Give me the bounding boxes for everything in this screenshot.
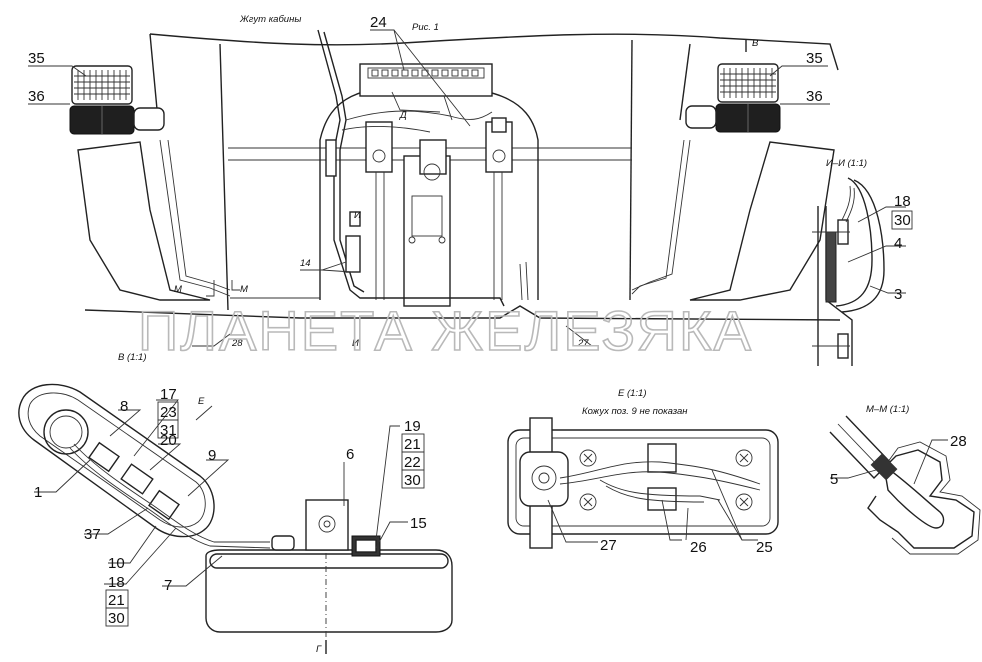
caption-section-mm: М–М (1:1) xyxy=(866,404,909,415)
label-37: 37 xyxy=(84,526,101,543)
leader-lines xyxy=(28,29,948,587)
caption-fig: Рис. 1 xyxy=(412,22,439,33)
mark-m-left: М xyxy=(174,284,182,295)
label-19: 19 xyxy=(404,418,421,435)
label-21-left: 21 xyxy=(108,592,125,609)
captions: Рис. 1 Жгут кабины В В (1:1) И–И (1:1) Е… xyxy=(118,14,909,655)
caption-view-b-arrow: В xyxy=(752,38,759,49)
label-21-mid: 21 xyxy=(404,436,421,453)
view-b-assembly xyxy=(18,383,453,654)
label-6: 6 xyxy=(346,446,354,463)
mark-d: Д xyxy=(399,110,407,121)
mark-g: Г xyxy=(316,644,322,655)
watermark: ПЛАНЕТА ЖЕЛЕЗЯКА xyxy=(138,299,753,362)
label-26: 26 xyxy=(690,539,707,556)
label-20: 20 xyxy=(160,432,177,449)
mark-m-right: М xyxy=(240,284,248,295)
caption-view-e: Е (1:1) xyxy=(618,388,647,399)
label-3: 3 xyxy=(894,286,902,303)
label-18-right: 18 xyxy=(894,193,911,210)
cab-rear-view xyxy=(77,29,841,321)
label-10: 10 xyxy=(108,555,125,572)
view-e-assembly xyxy=(507,417,779,549)
label-18-left: 18 xyxy=(108,574,125,591)
left-work-lamp xyxy=(69,65,165,135)
caption-section-ii: И–И (1:1) xyxy=(826,158,867,169)
label-35-left: 35 xyxy=(28,50,45,67)
label-5: 5 xyxy=(830,471,838,488)
connector-block-pins xyxy=(371,69,479,77)
right-work-lamp xyxy=(685,63,781,133)
label-36-right: 36 xyxy=(806,88,823,105)
caption-arrow-e: Е xyxy=(198,396,205,407)
label-17: 17 xyxy=(160,386,177,403)
label-4: 4 xyxy=(894,235,902,252)
label-30-left: 30 xyxy=(108,610,125,627)
label-27-top: 27 xyxy=(577,338,589,349)
label-15: 15 xyxy=(410,515,427,532)
label-24: 24 xyxy=(370,14,387,31)
label-7: 7 xyxy=(164,577,172,594)
caption-view-b: В (1:1) xyxy=(118,352,147,363)
caption-harness: Жгут кабины xyxy=(239,14,301,25)
label-25: 25 xyxy=(756,539,773,556)
label-30-mid: 30 xyxy=(404,472,421,489)
label-27-bottom: 27 xyxy=(600,537,617,554)
mark-i-bottom: И xyxy=(352,338,359,349)
mark-i-top: И xyxy=(354,210,361,221)
label-35-right: 35 xyxy=(806,50,823,67)
left-lamp-grille xyxy=(74,70,130,100)
label-28-top: 28 xyxy=(231,338,243,349)
section-i-i xyxy=(812,177,885,366)
label-30-right: 30 xyxy=(894,212,911,229)
label-14: 14 xyxy=(300,258,311,269)
right-lamp-grille xyxy=(720,68,776,98)
label-23: 23 xyxy=(160,404,177,421)
label-31: 31 xyxy=(160,422,177,439)
label-8: 8 xyxy=(120,398,128,415)
label-36-left: 36 xyxy=(28,88,45,105)
caption-cover-note: Кожух поз. 9 не показан xyxy=(582,406,688,417)
label-1: 1 xyxy=(34,484,42,501)
label-28-bottom: 28 xyxy=(950,433,967,450)
reference-numbers: 35 36 35 36 24 14 28 27 18 30 4 3 8 17 2… xyxy=(28,14,967,627)
section-m-m xyxy=(829,415,981,555)
label-22: 22 xyxy=(404,454,421,471)
boxed-number-frames xyxy=(105,210,913,627)
label-9: 9 xyxy=(208,447,216,464)
